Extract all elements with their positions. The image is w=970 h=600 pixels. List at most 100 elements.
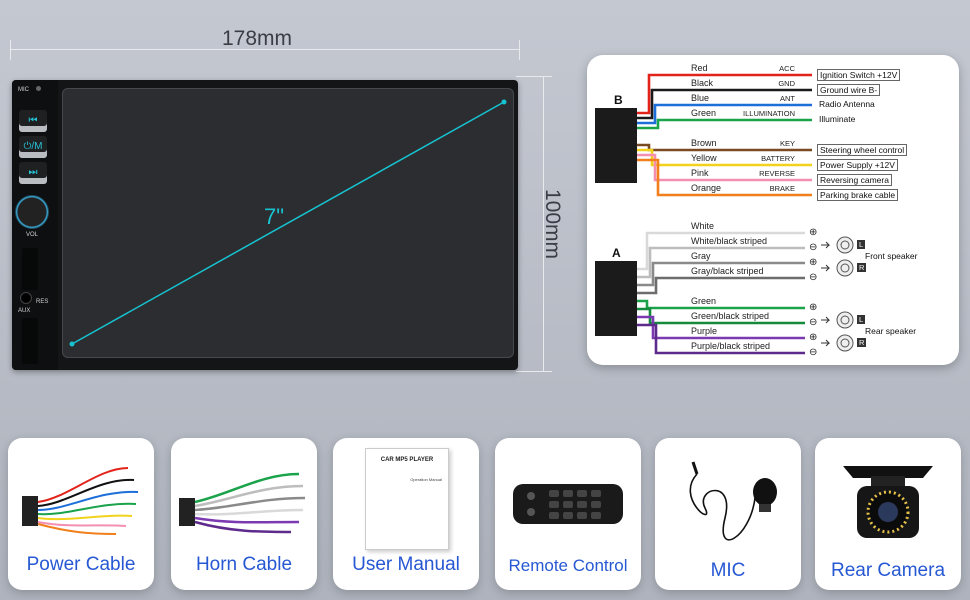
wire-color-label: Brown [691, 138, 717, 148]
minus-icon: ⊖ [809, 347, 818, 358]
wire-a-4 [637, 299, 805, 310]
prev-button[interactable]: ⏮ [19, 110, 47, 132]
accessory-label: Rear Camera [830, 560, 946, 581]
height-tick-bottom [516, 371, 552, 372]
wire-a-3 [637, 276, 805, 295]
mic-hole [36, 86, 41, 91]
wire-color-label: Orange [691, 183, 722, 193]
aux-label: AUX [18, 308, 31, 314]
connector-b [595, 108, 637, 183]
remote-icon [513, 484, 623, 524]
accessory-rear-camera: Rear Camera [815, 438, 961, 590]
accessory-label: Remote Control [508, 556, 628, 575]
wire-b-7 [637, 158, 812, 197]
speaker-side-label: R [857, 263, 867, 272]
wire-function-label: GND [778, 79, 795, 88]
rear-speaker-label: Rear speaker [863, 326, 919, 336]
wire-b-3 [637, 118, 812, 130]
connector-a-label: A [612, 246, 621, 260]
horn-cable-icon [179, 472, 306, 534]
wiring-lines [637, 73, 854, 355]
front-speaker-label: Front speaker [863, 251, 920, 261]
wire-destination: Parking brake cable [817, 189, 899, 201]
wire-color-label: Red [691, 63, 708, 73]
manual-subtitle: Operation Manual [410, 477, 442, 482]
usb-slot[interactable] [22, 318, 38, 364]
wire-destination: Ground wire B- [817, 84, 881, 96]
wire-a-2 [637, 261, 805, 287]
accessory-label: User Manual [352, 554, 460, 575]
wire-color-label: White/black striped [691, 236, 768, 246]
wire-function-label: BATTERY [761, 154, 795, 163]
wire-destination: Ignition Switch +12V [817, 69, 901, 81]
touch-screen[interactable] [62, 88, 514, 358]
wire-b-2 [637, 103, 812, 125]
mode-button[interactable]: ⏻/M [19, 136, 47, 158]
speaker-icon [821, 311, 854, 329]
wire-function-label: BRAKE [769, 184, 795, 193]
screen-size-label: 7" [264, 204, 285, 229]
plus-icon: ⊕ [809, 302, 818, 313]
wire-function-label: ACC [779, 64, 795, 73]
wire-color-label: Purple/black striped [691, 341, 771, 351]
mic-label: MIC [18, 87, 29, 93]
wire-destination: Steering wheel control [817, 144, 908, 156]
wire-a-6 [637, 315, 805, 340]
wire-destination: Illuminate [817, 114, 858, 124]
wire-b-0 [637, 73, 812, 115]
accessory-user-manual: CAR MP5 PLAYER Operation Manual User Man… [333, 438, 479, 590]
width-label: 178mm [222, 27, 293, 50]
height-label: 100mm [541, 188, 564, 260]
wire-destination: Power Supply +12V [817, 159, 898, 171]
wire-function-label: KEY [779, 139, 795, 148]
plus-icon: ⊕ [809, 257, 818, 268]
sd-card-slot[interactable] [22, 248, 38, 290]
wire-a-0 [637, 231, 805, 271]
speaker-side-label: R [857, 338, 867, 347]
height-tick-top [516, 76, 552, 77]
wire-function-label: ANT [780, 94, 795, 103]
accessory-label: Horn Cable [195, 554, 293, 575]
minus-icon: ⊖ [809, 272, 818, 283]
wire-color-label: White [691, 221, 715, 231]
wire-b-1 [637, 88, 812, 120]
head-unit: MIC ⏮ ⏻/M ⏭ VOL RES AUX [12, 80, 518, 370]
control-panel: MIC ⏮ ⏻/M ⏭ VOL RES AUX [12, 80, 58, 370]
minus-icon: ⊖ [809, 242, 818, 253]
screen-diagonal [69, 99, 507, 347]
wire-color-label: Green [691, 296, 717, 306]
plus-icon: ⊕ [809, 227, 818, 238]
camera-icon [843, 466, 933, 538]
wire-destination: Radio Antenna [817, 99, 877, 109]
wire-color-label: Green/black striped [691, 311, 770, 321]
manual-icon: CAR MP5 PLAYER Operation Manual [365, 448, 449, 550]
accessory-remote-control: Remote Control [495, 438, 641, 590]
power-cable-icon [22, 467, 139, 535]
wire-color-label: Green [691, 108, 717, 118]
plus-icon: ⊕ [809, 332, 818, 343]
wire-destination: Reversing camera [817, 174, 892, 186]
speaker-icon [821, 334, 854, 352]
accessory-horn-cable: Horn Cable [171, 438, 317, 590]
speaker-icon [821, 236, 854, 254]
mic-icon [689, 461, 777, 541]
wire-color-label: Blue [691, 93, 710, 103]
speaker-side-label: L [857, 240, 866, 249]
speaker-icon [821, 259, 854, 277]
accessory-power-cable: Power Cable [8, 438, 154, 590]
wire-function-label: REVERSE [759, 169, 795, 178]
width-tick-right [519, 40, 520, 60]
speaker-side-label: L [857, 315, 866, 324]
connector-a [595, 261, 637, 336]
aux-jack[interactable] [20, 292, 32, 304]
wire-color-label: Yellow [691, 153, 717, 163]
wire-color-label: Black [691, 78, 714, 88]
next-button[interactable]: ⏭ [19, 162, 47, 184]
volume-knob[interactable] [14, 194, 50, 230]
accessory-label: MIC [710, 560, 746, 581]
wire-color-label: Gray/black striped [691, 266, 764, 276]
wire-b-5 [637, 148, 812, 167]
wire-color-label: Pink [691, 168, 709, 178]
res-label: RES [36, 299, 49, 305]
